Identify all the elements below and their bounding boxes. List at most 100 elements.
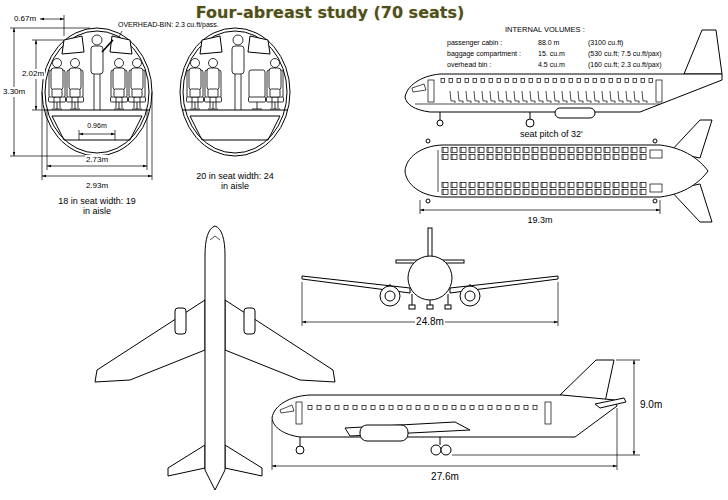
aircraft-front-view-part xyxy=(445,305,451,309)
cross-section-a-part xyxy=(52,116,142,140)
side-view-cabin-part xyxy=(440,78,656,84)
cross-section-b-part xyxy=(248,36,270,54)
plan-view-cabin-part xyxy=(426,199,430,203)
cross-section-a-part xyxy=(102,40,113,52)
aircraft-top-view-part xyxy=(244,308,255,334)
aircraft-top-view-part xyxy=(205,226,225,490)
cross-section-a-part xyxy=(42,28,152,156)
side-view-cabin-part xyxy=(428,80,434,102)
dimension-lines-part xyxy=(452,360,640,455)
table-cell: overhead bin : xyxy=(447,61,491,69)
plan-view-cabin-part xyxy=(426,139,430,143)
dimension-lines-part xyxy=(47,166,147,167)
aircraft-front-view-part xyxy=(460,286,480,306)
plan-view-cabin xyxy=(405,120,712,222)
dimension-lines-part xyxy=(64,15,65,36)
aircraft-top-view-part xyxy=(168,445,205,476)
aircraft-side-view-part xyxy=(441,445,451,455)
plan-view-cabin-part xyxy=(405,145,708,197)
cross-section-b-part xyxy=(190,116,280,140)
dimension-label: 0.96m xyxy=(86,122,107,130)
aircraft-top-view-part xyxy=(95,300,205,382)
cross-section-a-part xyxy=(111,59,128,110)
table-cell: baggage compartment : xyxy=(447,50,521,58)
side-view-cabin xyxy=(405,30,722,127)
side-view-cabin-part xyxy=(412,84,426,92)
cross-section-b-part xyxy=(200,36,222,54)
cross-section-b-part xyxy=(232,35,244,110)
dimension-label: 19.3m xyxy=(526,215,553,225)
aircraft-front-view xyxy=(302,228,558,309)
plan-view-cabin-part xyxy=(653,139,657,143)
plan-view-cabin-part xyxy=(441,147,648,161)
dimension-lines-part xyxy=(42,92,152,180)
table-cell: passenger cabin : xyxy=(447,39,502,47)
dimension-label: 3.30m xyxy=(2,87,26,96)
dimension-label: 2.93m xyxy=(85,181,109,190)
dimension-label: 2.02m xyxy=(21,69,45,78)
aircraft-side-view-part xyxy=(296,402,302,424)
table-cell: (3100 cu.ft) xyxy=(588,39,623,47)
aircraft-side-view-part xyxy=(300,437,440,446)
cross-section-a-part xyxy=(119,31,122,37)
cross-section-a-part xyxy=(44,110,150,111)
dimension-label: 0.67m xyxy=(13,14,37,23)
aircraft-top-view-part xyxy=(210,236,220,240)
cross-section-b-part xyxy=(249,70,266,109)
plan-view-cabin-part xyxy=(438,150,439,192)
aircraft-side-view-part xyxy=(280,405,294,413)
dimension-lines-part xyxy=(420,210,660,211)
table-cell: (160 cu.ft; 2.3 cu.ft/pax) xyxy=(588,61,662,69)
cross-section-b-part xyxy=(187,59,204,110)
aircraft-side-view-part xyxy=(595,398,626,408)
dimension-lines-part xyxy=(79,130,115,140)
aircraft-front-view-part xyxy=(409,305,415,309)
cross-section-a-part xyxy=(91,35,103,110)
seat-note: 18 in seat width: 19 in aisle xyxy=(54,196,140,217)
aircraft-top-view-part xyxy=(225,300,335,382)
cross-section-a-part xyxy=(45,31,149,153)
cross-section-a-part xyxy=(67,59,84,110)
aircraft-top-view xyxy=(95,226,335,490)
note-label: seat pitch of 32' xyxy=(520,129,583,139)
dimension-lines-part xyxy=(272,466,617,467)
seat-note: 20 in seat width: 24 in aisle xyxy=(192,171,278,192)
cross-section-b-part xyxy=(180,28,290,156)
dimension-lines xyxy=(420,200,660,214)
dimension-label: 24.8m xyxy=(415,316,445,328)
dimension-lines-part xyxy=(420,200,660,214)
side-view-cabin-part xyxy=(415,104,660,105)
cross-section-b-part xyxy=(205,59,222,110)
aircraft-side-view-part xyxy=(431,445,441,455)
table-cell: 4.5 cu.m xyxy=(538,61,565,69)
aircraft-front-view-part xyxy=(390,284,470,287)
aircraft-front-view-part xyxy=(408,256,452,300)
cross-section-b-part xyxy=(267,59,284,110)
aircraft-front-view-part xyxy=(465,291,475,301)
title: Four-abreast study (70 seats) xyxy=(196,3,465,22)
aircraft-side-view-part xyxy=(296,446,304,454)
table-cell: 15. cu.m xyxy=(538,50,565,58)
dimension-label: 27.6m xyxy=(430,471,460,483)
dimension-lines xyxy=(272,360,640,470)
dimension-label: 9.0m xyxy=(640,399,662,411)
side-view-cabin-part xyxy=(440,112,530,120)
side-view-cabin-part xyxy=(448,90,648,104)
aircraft-front-view-part xyxy=(385,291,395,301)
dimension-label: 2.73m xyxy=(85,155,109,164)
dimension-lines-part xyxy=(40,19,64,20)
dimension-lines xyxy=(10,15,152,180)
aircraft-top-view-part xyxy=(175,308,186,334)
aircraft-side-view-part xyxy=(360,425,408,441)
aircraft-top-view-part xyxy=(225,445,262,476)
cross-section-a-part xyxy=(129,59,146,110)
plan-view-cabin-part xyxy=(441,182,648,196)
dimension-lines-part xyxy=(272,408,617,470)
aircraft-front-view-part xyxy=(427,305,433,309)
cross-section-a-part xyxy=(62,36,84,54)
dimension-lines-part xyxy=(42,176,152,177)
side-view-cabin-part xyxy=(437,120,443,126)
cross-section-b-part xyxy=(183,31,287,153)
